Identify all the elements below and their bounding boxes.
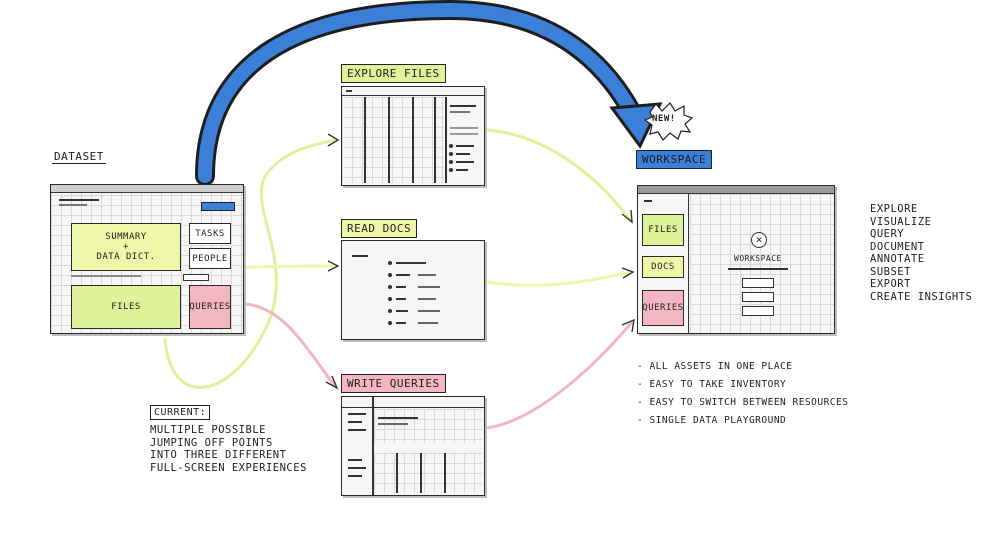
- capability-item: QUERY: [870, 228, 905, 240]
- people-box[interactable]: PEOPLE: [189, 248, 231, 269]
- write-window: [341, 396, 485, 496]
- explore-title: EXPLORE FILES: [341, 64, 446, 83]
- pink-line-write: [231, 302, 337, 387]
- write-title: WRITE QUERIES: [341, 374, 446, 393]
- dataset-window: SUMMARY + DATA DICT. FILES TASKS PEOPLE …: [50, 184, 244, 334]
- window-titlebar: [51, 185, 243, 193]
- close-circle-icon: ×: [751, 232, 767, 248]
- big-arrow-fill: [198, 2, 642, 183]
- current-line: FULL-SCREEN EXPERIENCES: [150, 461, 307, 474]
- workspace-window: FILES DOCS QUERIES × WORKSPACE: [637, 185, 835, 334]
- workspace-title: WORKSPACE: [636, 150, 713, 169]
- capability-item: DOCUMENT: [870, 240, 925, 253]
- window-titlebar: [638, 186, 834, 194]
- tasks-box[interactable]: TASKS: [189, 223, 231, 244]
- files-box[interactable]: FILES: [71, 285, 181, 329]
- ws-files-box[interactable]: FILES: [642, 214, 684, 246]
- ws-docs-box[interactable]: DOCS: [642, 256, 684, 278]
- benefit-item: - EASY TO TAKE INVENTORY: [637, 379, 787, 390]
- capability-item: VISUALIZE: [870, 215, 932, 228]
- capability-item: CREATE INSIGHTS: [870, 290, 973, 303]
- new-badge-burst: [643, 102, 694, 141]
- dataset-title: DATASET: [52, 150, 106, 164]
- header-button[interactable]: [201, 202, 235, 211]
- benefit-item: - ALL ASSETS IN ONE PLACE: [637, 361, 793, 372]
- capability-item: EXPLORE: [870, 203, 918, 215]
- ws-queries-box[interactable]: QUERIES: [642, 290, 684, 326]
- queries-box[interactable]: QUERIES: [189, 285, 231, 329]
- read-window: [341, 240, 485, 340]
- capabilities-list: EXPLORE VISUALIZE QUERY DOCUMENT ANNOTAT…: [870, 203, 972, 303]
- current-title: CURRENT:: [150, 405, 211, 420]
- pink-line-ws: [486, 321, 634, 430]
- capability-item: EXPORT: [870, 278, 911, 290]
- green-loop: [163, 138, 336, 389]
- read-title: READ DOCS: [341, 219, 418, 238]
- benefit-item: - EASY TO SWITCH BETWEEN RESOURCES: [637, 397, 849, 408]
- benefit-item: - SINGLE DATA PLAYGROUND: [637, 415, 787, 426]
- explore-window: [341, 86, 485, 186]
- yellow-line-read: [231, 264, 336, 270]
- new-badge: NEW!: [652, 114, 676, 124]
- benefits-list: - ALL ASSETS IN ONE PLACE - EASY TO TAKE…: [637, 358, 848, 430]
- green-line-ws: [486, 128, 632, 221]
- current-line: INTO THREE DIFFERENT: [150, 449, 287, 461]
- summary-box[interactable]: SUMMARY + DATA DICT.: [71, 223, 181, 271]
- capability-item: ANNOTATE: [870, 253, 925, 265]
- ws-center-label: WORKSPACE: [734, 254, 782, 263]
- capability-item: SUBSET: [870, 265, 911, 278]
- current-line: JUMPING OFF POINTS: [150, 436, 273, 449]
- current-line: MULTIPLE POSSIBLE: [150, 424, 266, 436]
- yellow-line-ws: [486, 270, 631, 287]
- current-notes: MULTIPLE POSSIBLE JUMPING OFF POINTS INT…: [150, 424, 307, 474]
- big-arrow-head: [609, 102, 663, 149]
